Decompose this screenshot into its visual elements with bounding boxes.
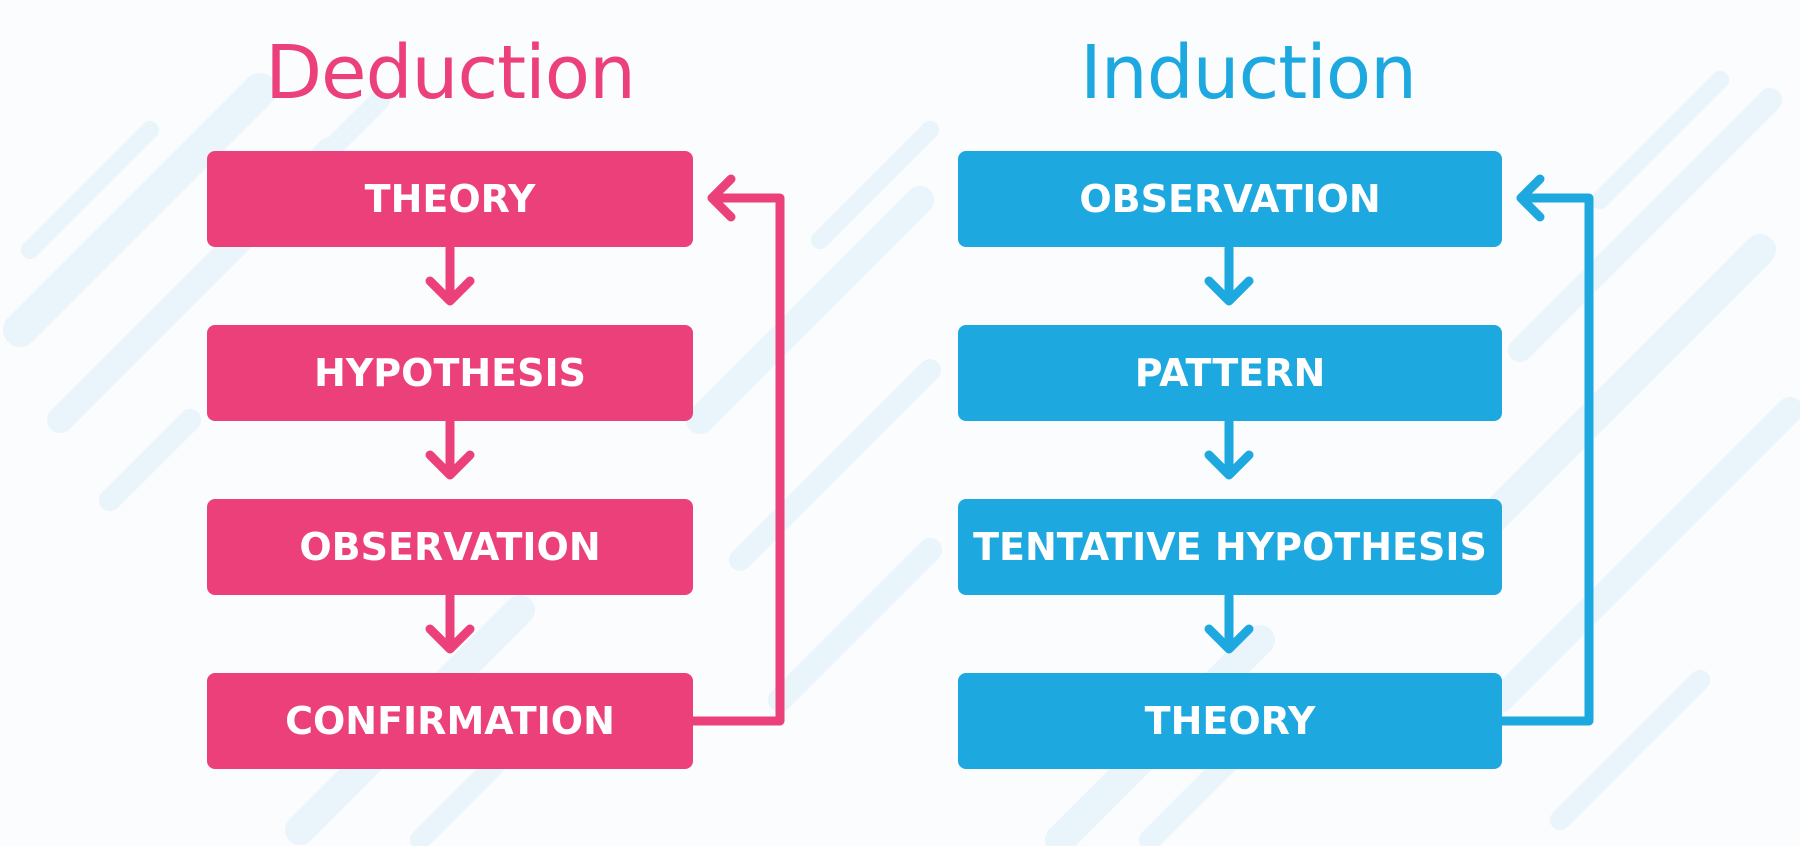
induction-step-observation: OBSERVATION	[958, 151, 1502, 247]
deduction-down-arrow-1	[425, 243, 475, 306]
induction-title: Induction	[1079, 30, 1417, 116]
induction-step-tentative-hypothesis: TENTATIVE HYPOTHESIS	[958, 499, 1502, 595]
induction-step-pattern: PATTERN	[958, 325, 1502, 421]
deduction-down-arrow-3	[425, 591, 475, 654]
induction-down-arrow-3	[1204, 591, 1254, 654]
induction-down-arrow-1	[1204, 243, 1254, 306]
deduction-step-hypothesis: HYPOTHESIS	[207, 325, 693, 421]
induction-feedback-arrow	[1497, 174, 1594, 726]
induction-down-arrow-2	[1204, 417, 1254, 480]
deduction-step-confirmation: CONFIRMATION	[207, 673, 693, 769]
deduction-down-arrow-2	[425, 417, 475, 480]
deduction-step-theory: THEORY	[207, 151, 693, 247]
deduction-title: Deduction	[265, 30, 636, 116]
deduction-step-observation: OBSERVATION	[207, 499, 693, 595]
deduction-feedback-arrow	[688, 174, 785, 726]
induction-step-theory: THEORY	[958, 673, 1502, 769]
